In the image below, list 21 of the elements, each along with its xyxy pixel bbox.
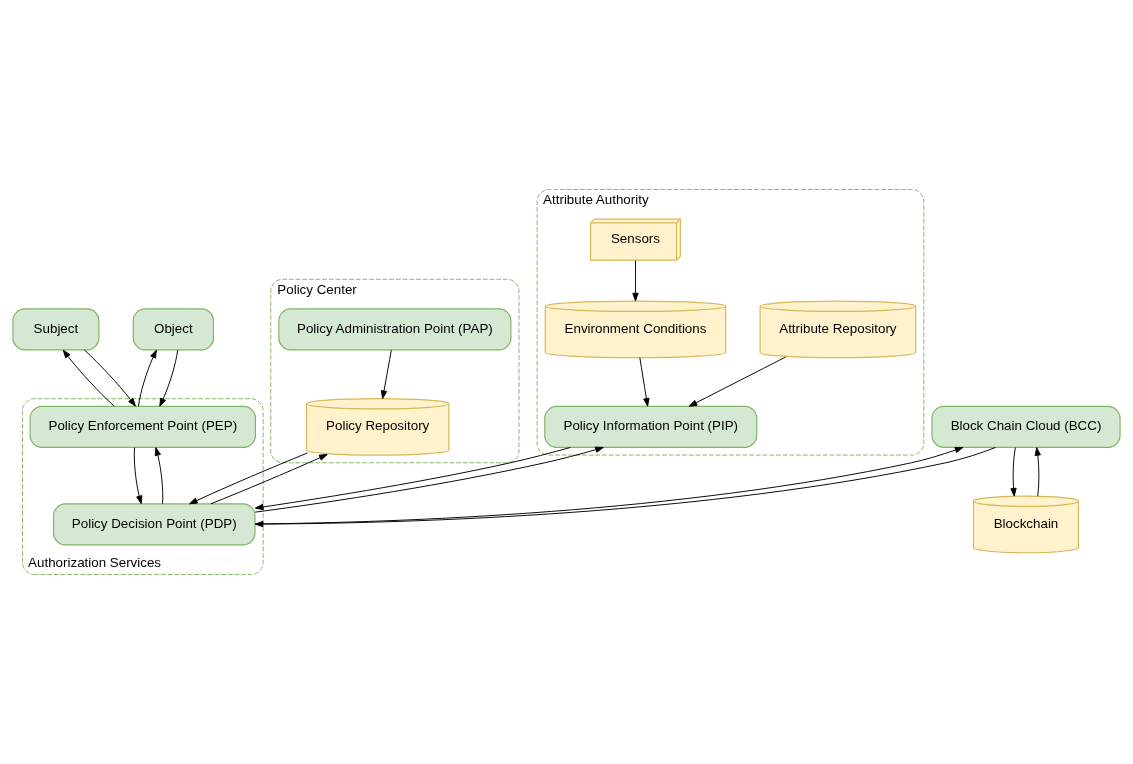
arrow bbox=[639, 357, 650, 407]
node-box: Block Chain Cloud (BCC) bbox=[931, 405, 1121, 448]
node-box: Policy Information Point (PIP) bbox=[544, 405, 758, 448]
arrow bbox=[154, 447, 164, 505]
arrow bbox=[133, 447, 143, 505]
node-box: Policy Decision Point (PDP) bbox=[52, 503, 256, 546]
arrow bbox=[189, 452, 308, 505]
arrow bbox=[632, 260, 639, 302]
node-box: Object bbox=[132, 308, 215, 351]
arrow bbox=[688, 356, 786, 407]
arrow bbox=[1010, 447, 1017, 497]
node-box: Subject bbox=[12, 308, 100, 351]
arrow bbox=[159, 349, 179, 407]
arrow bbox=[83, 349, 136, 407]
arrow bbox=[62, 349, 115, 407]
arrow bbox=[210, 454, 328, 505]
arrow bbox=[380, 349, 392, 400]
arrow bbox=[137, 349, 157, 407]
node-box: Policy Enforcement Point (PEP) bbox=[29, 405, 257, 448]
arrow bbox=[1034, 447, 1041, 497]
node-box: Policy Administration Point (PAP) bbox=[278, 308, 512, 351]
